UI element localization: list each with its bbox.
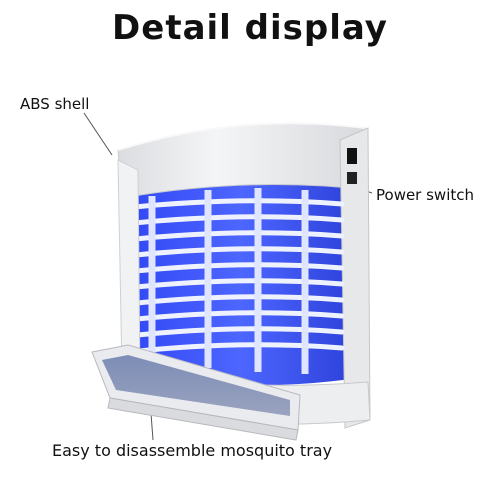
page-title: Detail display	[112, 8, 388, 48]
power-switch-label: Power switch	[376, 186, 475, 204]
grid-vertical-bars	[148, 188, 309, 374]
power-switch-icon[interactable]	[347, 148, 357, 164]
abs-shell-leader-line	[83, 112, 113, 156]
abs-shell-label: ABS shell	[20, 95, 90, 113]
mosquito-tray-label: Easy to disassemble mosquito tray	[52, 441, 333, 460]
